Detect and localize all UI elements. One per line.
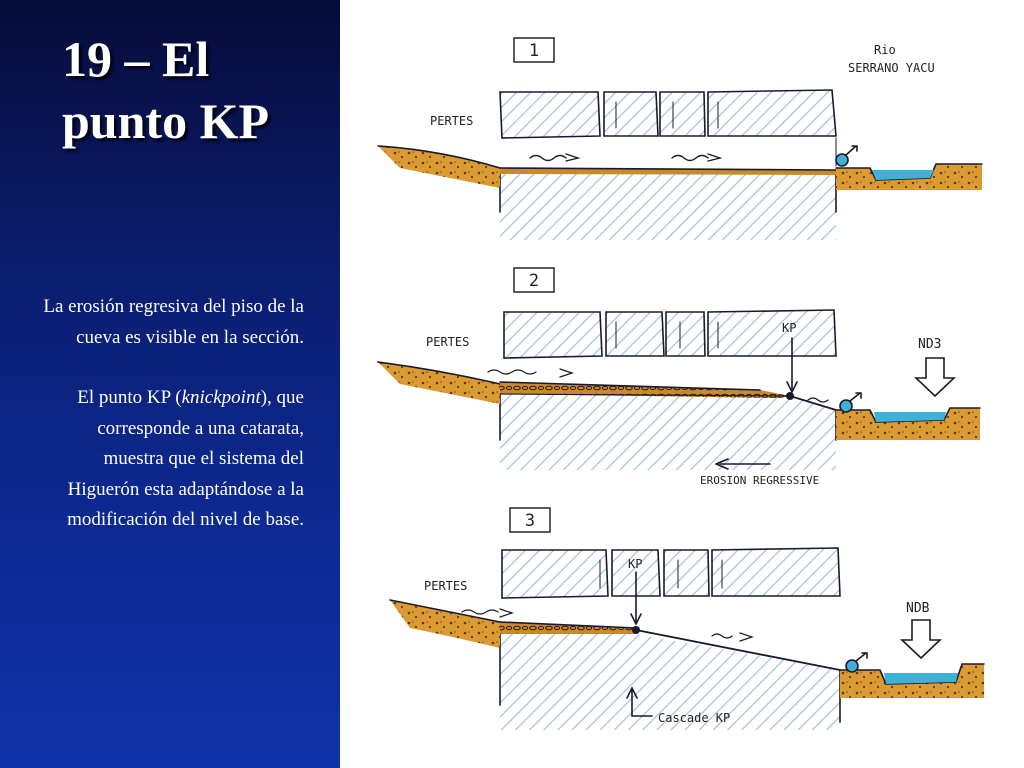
panel-3-lower-rock: [500, 634, 840, 730]
panel-1-number-box: [513, 37, 555, 63]
panel-3-river-water: [884, 673, 958, 684]
paragraph-knickpoint-post: ), que corresponde a una catarata, muest…: [67, 387, 304, 530]
slide-body-text: La erosión regresiva del piso de la cuev…: [40, 292, 304, 536]
slide-title-line-2: punto KP: [62, 93, 270, 149]
panel-2-label-pertes: PERTES: [426, 335, 469, 349]
panel-3-number: 3: [525, 511, 535, 531]
panel-2-number-box: [513, 267, 555, 293]
panel-1-surface-sediment: [378, 146, 500, 188]
cave-section-diagram: 1 PERTES: [377, 37, 985, 730]
paragraph-knickpoint: El punto KP (knickpoint), que correspond…: [40, 383, 304, 536]
panel-1-river-bank: [836, 164, 982, 190]
panel-2: 2: [377, 267, 981, 487]
panel-2-knickpoint-dot: [785, 391, 794, 400]
panel-3-knickpoint-slope: [635, 629, 841, 671]
sidebar-panel: 19 – El punto KP La erosión regresiva de…: [0, 0, 340, 768]
panel-2-surface-sediment: [378, 362, 500, 404]
panel-1-river-water: [872, 170, 934, 180]
panel-2-label-nd: ND3: [918, 337, 941, 352]
panel-1-number: 1: [529, 41, 539, 61]
panel-2-label-erosion: EROSION REGRESSIVE: [700, 474, 819, 487]
panel-3-label-cascade: Cascade KP: [658, 711, 730, 725]
panel-3: 3: [389, 507, 985, 730]
panel-2-nd-arrow: [913, 357, 957, 398]
panel-1-label-river-1: Rio: [874, 43, 896, 57]
panel-2-river-water: [874, 412, 946, 422]
panel-2-number: 2: [529, 271, 539, 291]
panel-2-label-kp: KP: [782, 321, 796, 335]
paragraph-knickpoint-pre: El punto KP (: [77, 387, 182, 408]
panel-3-label-nd: NDB: [906, 601, 930, 616]
slide-title-line-1: 19 – El: [62, 31, 210, 87]
slide-title: 19 – El punto KP: [62, 28, 332, 152]
panel-1-lower-rock: [500, 174, 836, 240]
knickpoint-term: knickpoint: [181, 387, 261, 408]
panel-2-river-bank: [836, 408, 980, 440]
panel-3-surface-sediment: [390, 600, 500, 648]
panel-1-label-river-2: SERRANO YACU: [848, 61, 935, 75]
paragraph-erosion: La erosión regresiva del piso de la cuev…: [43, 296, 304, 348]
panel-1-rock-blocks: [499, 89, 837, 139]
panel-3-label-kp: KP: [628, 557, 642, 571]
panel-1-label-pertes: PERTES: [430, 114, 473, 128]
panel-2-lower-rock: [500, 394, 836, 470]
panel-3-knickpoint-dot: [631, 625, 640, 634]
panel-3-number-box: [509, 507, 551, 533]
panel-3-rock-blocks: [501, 547, 841, 599]
panel-2-rock-blocks: [503, 309, 837, 359]
panel-1: 1 PERTES: [377, 37, 983, 240]
panel-3-pebble-fill: [500, 622, 636, 634]
panel-3-nd-arrow: [899, 619, 943, 660]
panel-3-label-pertes: PERTES: [424, 579, 467, 593]
panel-3-river-bank: [840, 664, 984, 698]
panel-2-knickpoint-slope: [789, 395, 837, 411]
